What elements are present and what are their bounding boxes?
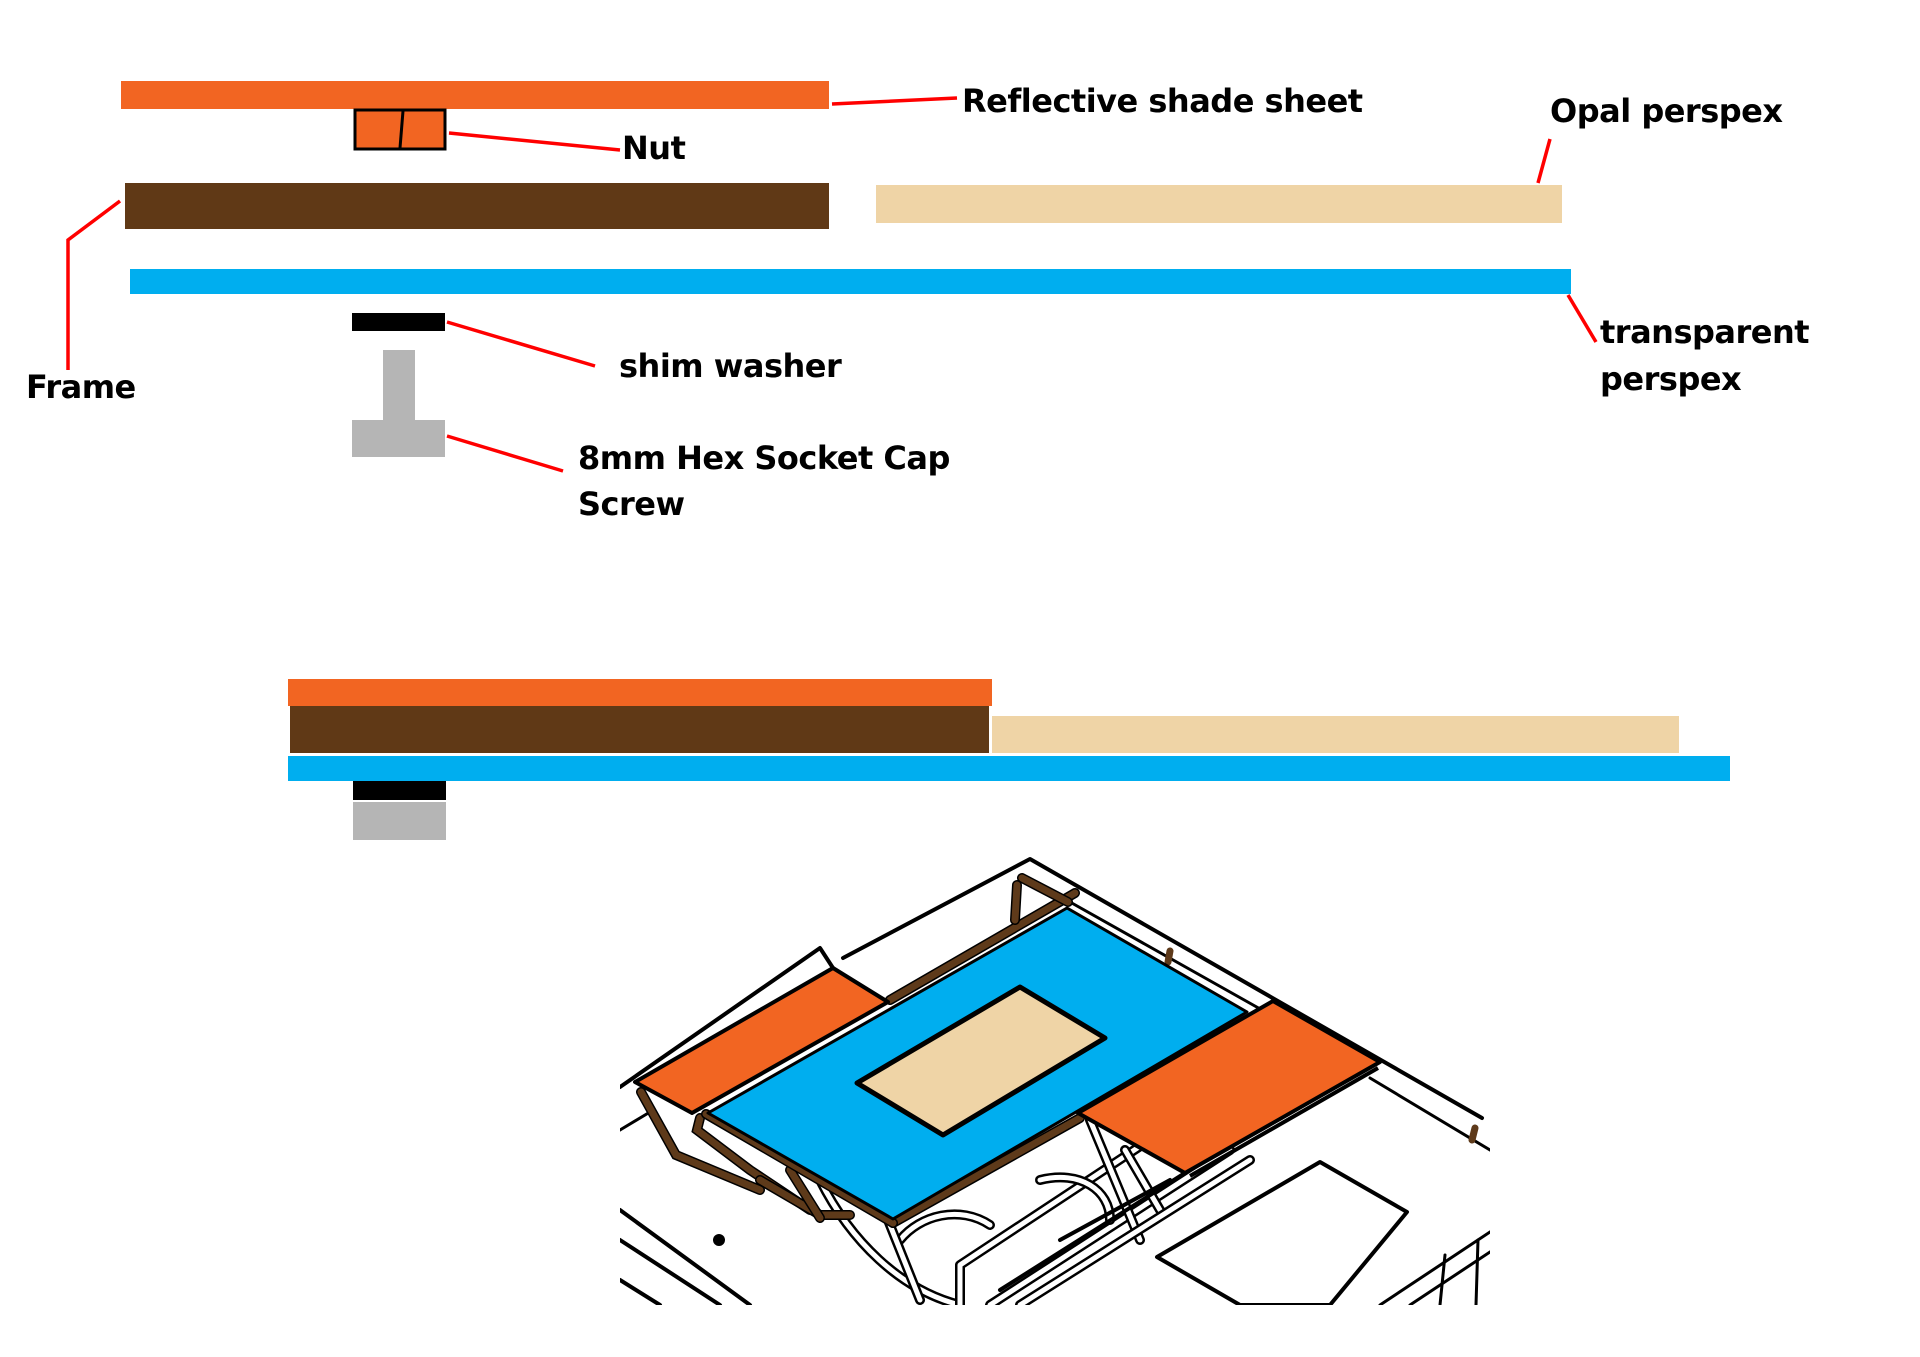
lower-right-rack-post [1438,1253,1447,1305]
assembled-view [288,679,1730,840]
leader-shim-washer [446,320,596,368]
label-frame: Frame [26,368,136,406]
iso-opal-perspex [854,984,1108,1138]
housing-left-base [620,1208,752,1305]
assembled-screw-head [353,802,446,840]
nut [353,108,447,151]
label-reflective-shade-sheet: Reflective shade sheet [962,82,1363,120]
assembled-reflective-shade-sheet [288,679,992,706]
assembled-opal-perspex [992,716,1679,753]
label-opal-perspex: Opal perspex [1550,92,1783,130]
leader-frame [66,199,122,370]
leader-reflective-shade-sheet [831,96,958,106]
right-rail-2 [998,1171,1187,1292]
isometric-view [620,857,1490,1305]
iso-reflective-shade-sheet-right [1076,999,1382,1175]
leader-transparent-perspex [1566,294,1598,343]
label-screw-1: 8mm Hex Socket Cap [578,439,950,477]
label-shim-washer: shim washer [619,347,842,385]
leader-nut [448,131,621,152]
label-screw-2: Screw [578,485,685,523]
leader-screw [446,434,564,473]
housing-left-rail [620,1110,652,1132]
right-rail [1058,1178,1172,1242]
right-sheet-shadow [1189,1066,1379,1178]
frame-rods [636,873,1479,1228]
housing-top-edge [841,857,1484,1120]
housing-left-base-2 [620,1238,722,1305]
opal-perspex [876,185,1562,223]
lower-plate [1155,1160,1409,1305]
lower-right-rack-post-2 [1474,1238,1480,1305]
iso-reflective-shade-sheet-left [633,966,890,1115]
leader-opal-perspex [1536,138,1552,184]
label-nut: Nut [622,129,686,167]
assembled-transparent-perspex [288,756,1730,781]
housing-left-base-3 [620,1278,662,1305]
shim-washer [352,313,445,331]
hex-socket-cap-screw [352,350,445,457]
screw-hole [713,1234,725,1246]
lower-right-rack [1378,1230,1490,1305]
housing-outline [620,946,835,1089]
label-transparent-perspex-2: perspex [1600,360,1742,398]
label-transparent-perspex-1: transparent [1600,313,1809,351]
assembled-shim-washer [353,781,446,800]
reflective-shade-sheet [121,81,829,109]
transparent-perspex [130,269,1571,294]
exploded-view: Reflective shade sheet Nut Opal perspex … [26,81,1810,523]
assembled-frame [290,706,989,753]
frame-bar [125,183,829,229]
